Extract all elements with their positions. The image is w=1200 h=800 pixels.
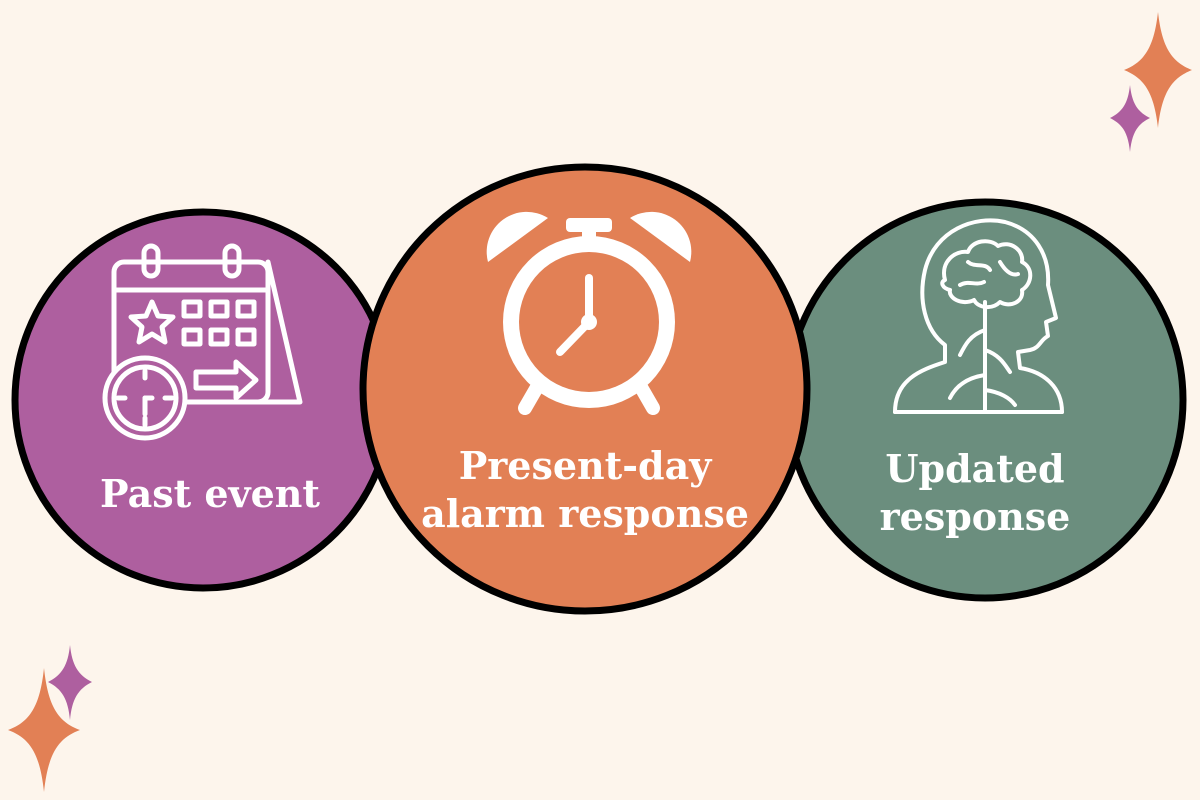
sparkle-icon [1124, 12, 1192, 128]
sparkle-icon [8, 668, 80, 792]
alarm-clock-icon [486, 211, 692, 415]
sparkle-icon [1110, 85, 1150, 152]
brain-head-icon [893, 218, 1064, 414]
calendar-clock-icon [102, 243, 303, 441]
step-label-past: Past event [100, 471, 320, 516]
step-label-updated: Updated response [879, 446, 1071, 539]
step-label-present: Present-day alarm response [421, 443, 749, 536]
sparkle-icon [48, 645, 92, 720]
